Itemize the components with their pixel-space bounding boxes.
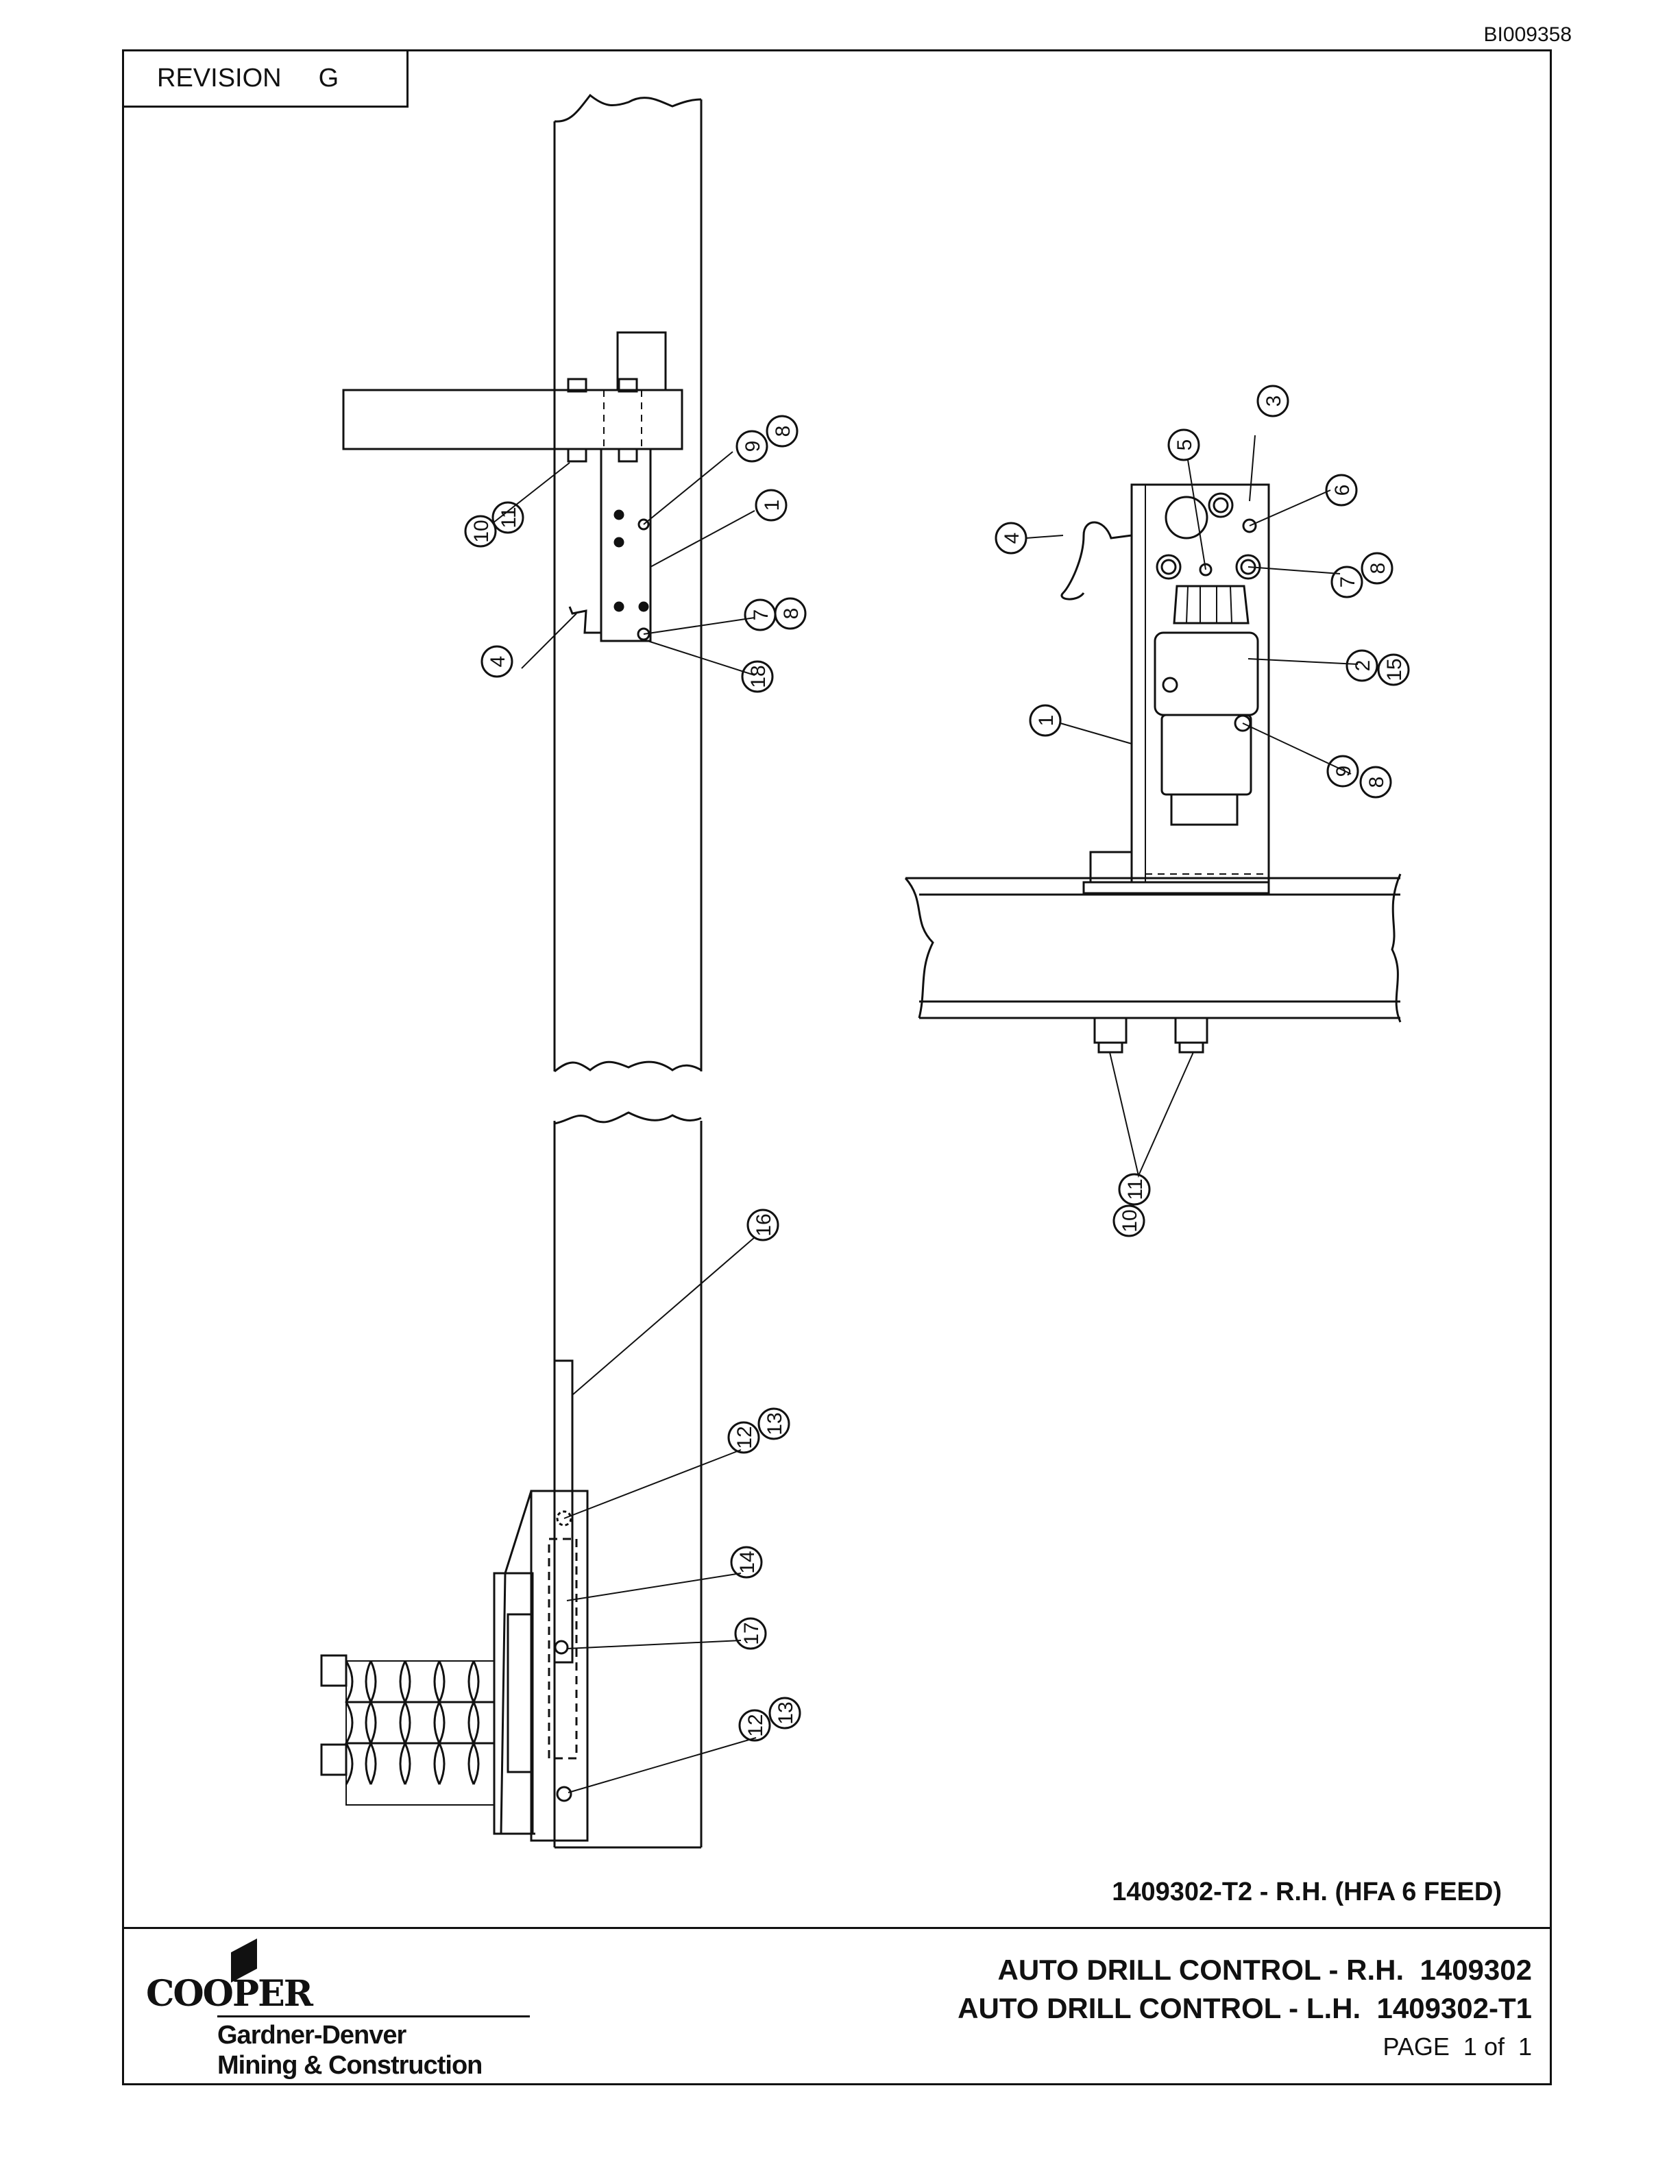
balloon-text: 8 xyxy=(780,608,803,620)
balloon-text: 7 xyxy=(750,609,772,621)
drawing-frame: REVISION G xyxy=(122,49,1552,2085)
balloon-text: 9 xyxy=(1332,766,1355,777)
balloon-text: 10 xyxy=(1119,1209,1141,1232)
logo-line-2: Mining & Construction xyxy=(217,2051,483,2080)
balloon-text: 12 xyxy=(744,1714,767,1736)
balloon-6-side xyxy=(1325,474,1358,507)
balloon-text: 11 xyxy=(1124,1178,1147,1200)
balloon-1-side xyxy=(1029,704,1062,737)
balloon-text: 8 xyxy=(1367,563,1389,574)
balloon-3-side xyxy=(1256,385,1289,417)
revision-label: REVISION xyxy=(157,64,282,93)
balloon-8-top xyxy=(766,415,799,448)
balloon-15-side xyxy=(1377,653,1410,686)
page-number: PAGE 1 of 1 xyxy=(1383,2033,1532,2061)
balloons: 10 11 9 8 1 7 8 4 18 3 5 6 4 xyxy=(464,385,1410,1742)
balloon-text: 8 xyxy=(772,426,794,437)
balloon-16-lower xyxy=(746,1209,779,1241)
revision-box: REVISION G xyxy=(124,51,409,108)
balloon-text: 8 xyxy=(1365,777,1388,788)
balloon-11-side xyxy=(1118,1173,1151,1206)
balloon-text: 2 xyxy=(1352,660,1374,672)
balloon-text: 16 xyxy=(753,1213,775,1236)
balloon-10-side xyxy=(1112,1204,1145,1237)
drawing-title-rh: AUTO DRILL CONTROL - R.H. 1409302 xyxy=(997,1954,1532,1986)
drawing-title-lh: AUTO DRILL CONTROL - L.H. 1409302-T1 xyxy=(958,1992,1532,2024)
balloon-text: 10 xyxy=(470,520,493,542)
logo-line-1: Gardner-Denver xyxy=(217,2021,406,2050)
balloon-17-lower xyxy=(734,1617,767,1650)
balloon-text: 13 xyxy=(764,1412,786,1435)
balloon-13-lower xyxy=(757,1407,790,1440)
document-id: BI009358 xyxy=(1483,23,1572,46)
balloon-text: 1 xyxy=(761,500,783,511)
balloon-9-top xyxy=(735,430,768,463)
balloon-text: 9 xyxy=(742,441,764,452)
technical-drawing: 10 11 9 8 1 7 8 4 18 3 5 6 4 xyxy=(320,93,1410,1849)
title-block: COOPER Gardner-Denver Mining & Construct… xyxy=(124,1927,1550,2083)
balloon-text: 5 xyxy=(1173,439,1196,451)
view-caption: 1409302-T2 - R.H. (HFA 6 FEED) xyxy=(1112,1878,1502,1906)
balloon-4-side xyxy=(995,522,1027,555)
balloon-8b-side xyxy=(1359,766,1392,799)
title-lines: AUTO DRILL CONTROL - R.H. 1409302 AUTO D… xyxy=(958,1951,1532,2066)
balloon-text: 17 xyxy=(740,1622,763,1645)
right-side-view xyxy=(904,435,1402,1178)
balloon-text: 6 xyxy=(1331,485,1354,496)
balloon-text: 15 xyxy=(1383,658,1406,681)
balloon-text: 4 xyxy=(1001,533,1023,544)
balloon-10-top xyxy=(464,515,497,548)
balloon-text: 14 xyxy=(736,1551,759,1573)
logo-rule xyxy=(217,2015,530,2017)
balloon-text: 11 xyxy=(498,507,520,528)
balloon-13b-lower xyxy=(768,1697,801,1730)
balloon-14-lower xyxy=(730,1546,763,1579)
balloon-5-side xyxy=(1167,428,1200,461)
balloon-12-lower xyxy=(727,1421,760,1454)
upper-left-view xyxy=(342,93,755,1073)
balloon-9-side xyxy=(1326,755,1359,788)
revision-value: G xyxy=(318,64,339,93)
balloon-text: 7 xyxy=(1337,577,1359,588)
balloon-18-top xyxy=(741,660,774,693)
balloon-4-top xyxy=(480,645,513,678)
balloon-12b-lower xyxy=(738,1709,771,1742)
balloon-2-side xyxy=(1346,649,1378,682)
balloon-11-top xyxy=(491,501,524,534)
balloon-text: 18 xyxy=(747,665,770,688)
balloon-text: 13 xyxy=(775,1701,797,1724)
balloon-8b-top xyxy=(774,597,807,630)
balloon-1-top xyxy=(755,489,788,522)
balloon-7-side xyxy=(1330,566,1363,598)
balloon-text: 1 xyxy=(1035,715,1058,727)
balloon-8-side xyxy=(1361,552,1393,585)
logo-wordmark: COOPER xyxy=(146,1973,313,2015)
lower-left-view xyxy=(320,1111,757,1849)
company-logo: COOPER Gardner-Denver Mining & Construct… xyxy=(145,1936,530,2080)
balloon-text: 3 xyxy=(1263,396,1285,407)
balloon-text: 4 xyxy=(487,656,509,668)
balloon-text: 12 xyxy=(733,1426,756,1448)
